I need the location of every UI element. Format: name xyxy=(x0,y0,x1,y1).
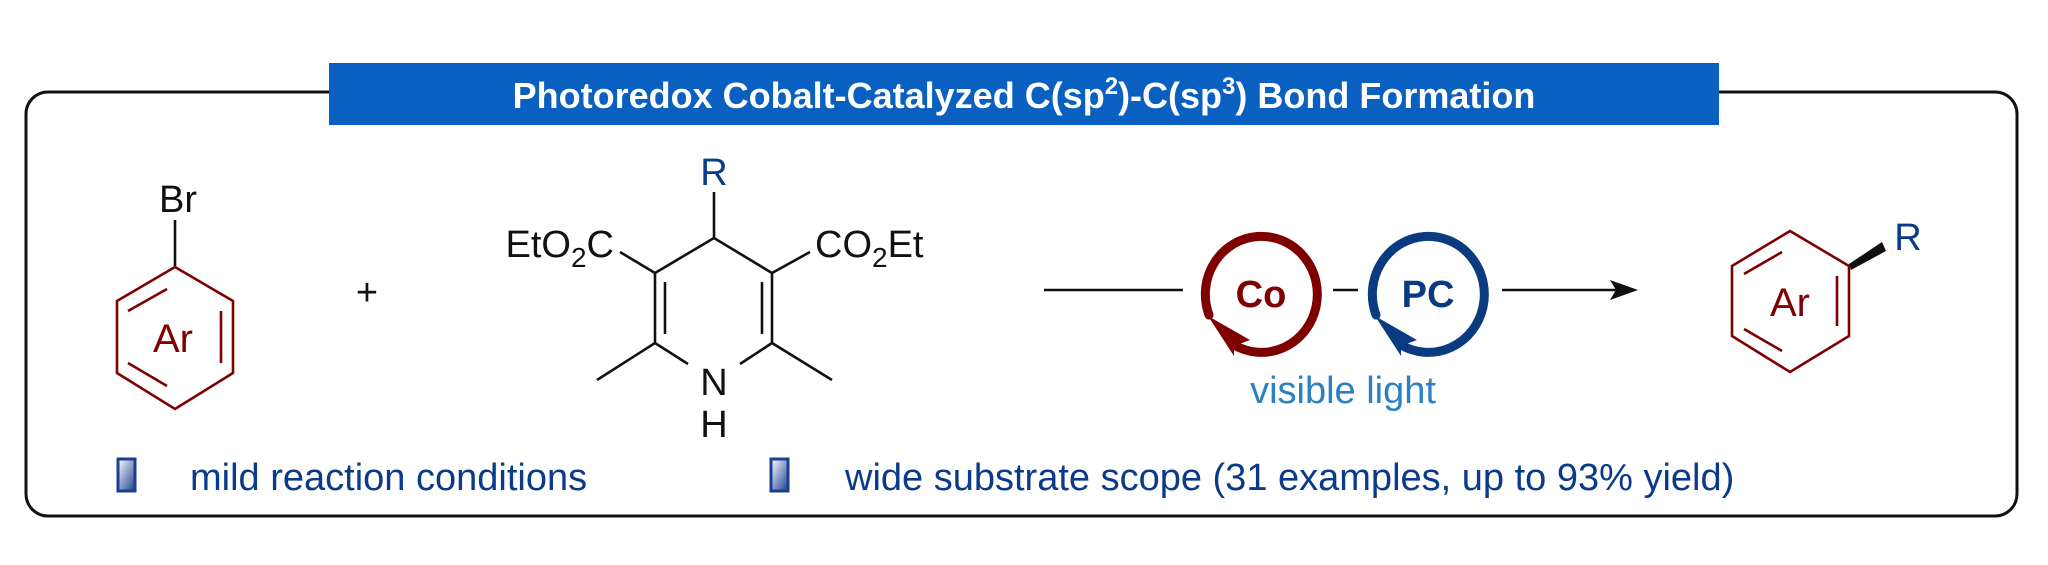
title: Photoredox Cobalt-Catalyzed C(sp2)-C(sp3… xyxy=(513,73,1536,116)
visible-light-label: visible light xyxy=(1250,370,1436,412)
left-ester-label: EtO2C xyxy=(506,224,615,273)
product: R Ar xyxy=(1730,217,1922,374)
cobalt-label: Co xyxy=(1236,274,1287,316)
frame-border xyxy=(24,90,2019,518)
aryl-label: Ar xyxy=(1770,281,1810,325)
benzene-ring-icon xyxy=(1730,229,1851,374)
benzene-ring-icon xyxy=(115,265,235,411)
right-ester-label: CO2Et xyxy=(815,224,924,273)
nitrogen-label: N xyxy=(700,362,727,404)
photocatalyst-cycle: PC xyxy=(1367,231,1489,357)
bullet-item: wide substrate scope (31 examples, up to… xyxy=(769,457,1734,499)
bullet-icon xyxy=(116,457,137,493)
bullet-icon xyxy=(769,457,790,493)
photocatalyst-label: PC xyxy=(1402,274,1455,316)
reaction-arrow xyxy=(1044,280,1638,300)
aryl-label: Ar xyxy=(153,317,193,361)
aryl-bromide: Br Ar xyxy=(115,179,235,411)
bullet-text: wide substrate scope (31 examples, up to… xyxy=(844,457,1734,499)
plus-sign: + xyxy=(356,272,378,314)
hydrogen-label: H xyxy=(700,404,727,446)
bromine-label: Br xyxy=(159,179,197,221)
title-banner xyxy=(329,63,1719,125)
cycle-arrow-icon xyxy=(1200,231,1322,357)
r-group-label: R xyxy=(1894,217,1921,259)
cycle-arrow-icon xyxy=(1367,231,1489,357)
r-group-label: R xyxy=(700,152,727,194)
hantzsch-ester: R N H EtO2C CO2Et xyxy=(506,152,924,446)
bullet-text: mild reaction conditions xyxy=(190,457,587,499)
wedge-bond xyxy=(1849,242,1886,270)
cobalt-cycle: Co xyxy=(1200,231,1322,357)
arrowhead-icon xyxy=(1610,280,1638,300)
bullet-item: mild reaction conditions xyxy=(116,457,587,499)
